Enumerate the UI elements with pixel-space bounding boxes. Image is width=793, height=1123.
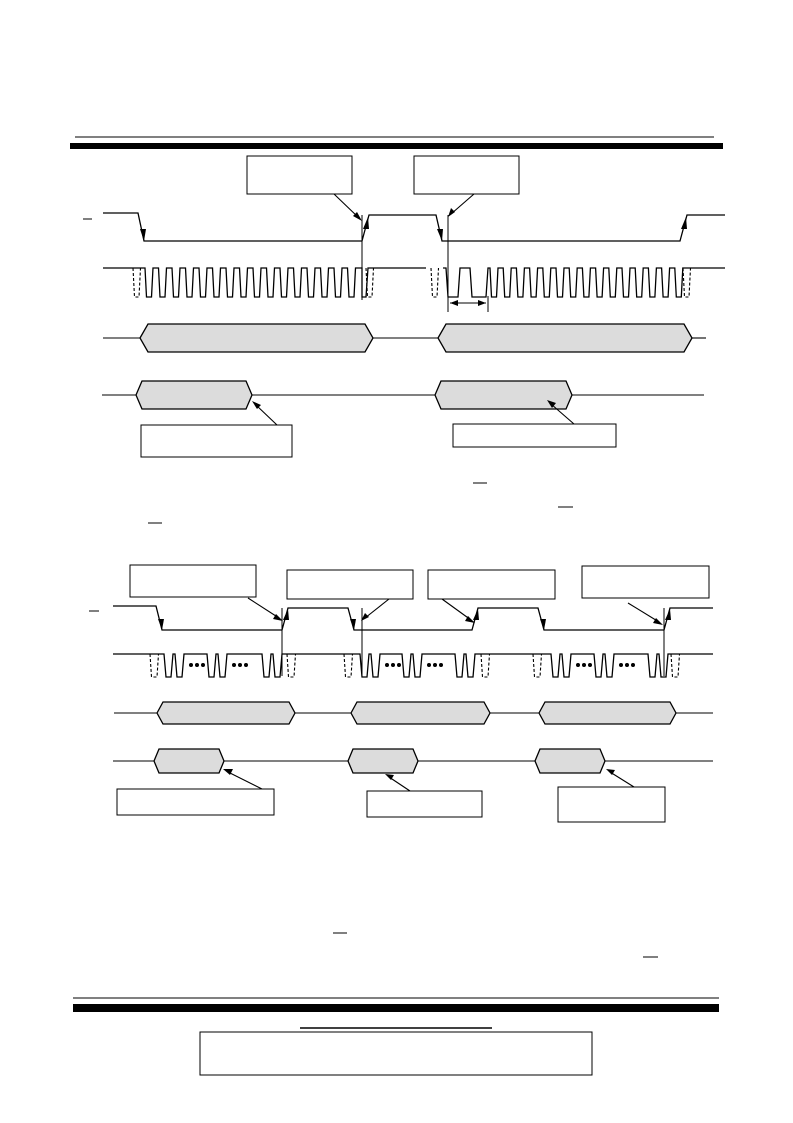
ellipsis-dot — [232, 663, 236, 667]
sck-dashed-edge — [343, 653, 354, 678]
cs-waveform — [103, 212, 725, 242]
timing-diagram-2 — [89, 564, 713, 823]
si-data-segment — [350, 701, 491, 725]
callout-pointer — [450, 193, 475, 215]
ellipsis-dot — [189, 663, 193, 667]
arrowhead — [653, 618, 663, 625]
ellipsis-dot — [625, 663, 629, 667]
so-data-segment — [135, 380, 253, 410]
callout-pointer — [364, 598, 390, 619]
ellipsis-dot — [439, 663, 443, 667]
si-data-segment — [156, 701, 296, 725]
timing-diagram-1 — [83, 155, 725, 458]
ellipsis-dot — [619, 663, 623, 667]
ellipsis-dot — [576, 663, 580, 667]
callout-box — [452, 423, 617, 448]
ellipsis-dot — [588, 663, 592, 667]
arrowhead — [350, 619, 356, 630]
arrowhead — [361, 613, 369, 621]
ellipsis-dot — [397, 663, 401, 667]
ellipsis-dot — [427, 663, 431, 667]
sck-dashed-edge — [286, 653, 297, 678]
sck-dashed-edge — [149, 653, 160, 678]
arrowhead — [540, 619, 546, 630]
sck-waveform — [113, 653, 713, 678]
ellipsis-dot — [582, 663, 586, 667]
arrowhead — [478, 300, 486, 306]
ellipsis-dot — [391, 663, 395, 667]
arrowhead — [140, 229, 146, 241]
sck-dashed-edge — [132, 267, 142, 298]
callout-pointer — [247, 597, 280, 619]
sck-trace — [113, 653, 713, 678]
callout-box — [246, 155, 353, 195]
callout-pointer — [627, 602, 660, 623]
callout-pointer — [609, 771, 635, 788]
callout-box — [129, 564, 257, 598]
callout-box — [581, 565, 710, 599]
si-data-segment — [437, 323, 693, 353]
sck-dashed-edge — [480, 653, 491, 678]
so-data-segment — [534, 748, 606, 774]
sck-dashed-edge — [682, 267, 692, 298]
ellipsis-dot — [385, 663, 389, 667]
arrowhead — [273, 614, 283, 621]
arrowhead — [437, 229, 443, 241]
arrowhead — [223, 769, 233, 775]
arrowhead — [363, 217, 369, 229]
callout-box — [557, 786, 666, 823]
sck-trace — [443, 267, 725, 298]
arrowhead — [283, 609, 289, 620]
header-rule-thick — [70, 143, 723, 149]
callout-pointer — [227, 771, 263, 790]
callout-box — [116, 788, 275, 816]
arrowhead — [606, 769, 615, 775]
callout-pointer — [333, 193, 360, 219]
ellipsis-dot — [201, 663, 205, 667]
si-data-segment — [538, 701, 677, 725]
arrowhead — [353, 212, 362, 221]
ellipsis-dot — [631, 663, 635, 667]
arrowhead — [547, 400, 556, 408]
footer-box — [199, 1031, 593, 1076]
arrowhead — [665, 609, 671, 620]
callout-pointer — [255, 404, 278, 426]
arrowhead — [385, 774, 394, 780]
callout-box — [140, 424, 293, 458]
si-data-segment — [139, 323, 374, 353]
ellipsis-dot — [433, 663, 437, 667]
footer-rule-thick — [73, 1004, 719, 1012]
arrowhead — [450, 300, 458, 306]
arrowhead — [465, 616, 475, 623]
arrowhead — [448, 208, 455, 217]
callout-box — [413, 155, 520, 195]
callout-pointer — [388, 776, 411, 792]
callout-box — [286, 569, 414, 600]
sck-dashed-edge — [430, 267, 440, 298]
sck-dashed-edge — [670, 653, 681, 678]
cs-waveform — [113, 605, 713, 631]
arrowhead — [473, 609, 479, 620]
so-data-segment — [347, 748, 419, 774]
sck-trace — [103, 267, 426, 298]
sck-dashed-edge — [365, 267, 375, 298]
ellipsis-dot — [195, 663, 199, 667]
callout-pointer — [441, 598, 472, 621]
so-data-segment — [153, 748, 225, 774]
callout-pointer — [550, 403, 575, 425]
ellipsis-dot — [238, 663, 242, 667]
arrowhead — [158, 619, 164, 630]
callout-box — [366, 790, 483, 818]
arrowhead — [252, 401, 261, 409]
sck-dashed-edge — [532, 653, 543, 678]
arrowhead — [681, 217, 687, 229]
ellipsis-dot — [244, 663, 248, 667]
callout-box — [427, 569, 556, 600]
sck-waveform — [103, 267, 725, 298]
